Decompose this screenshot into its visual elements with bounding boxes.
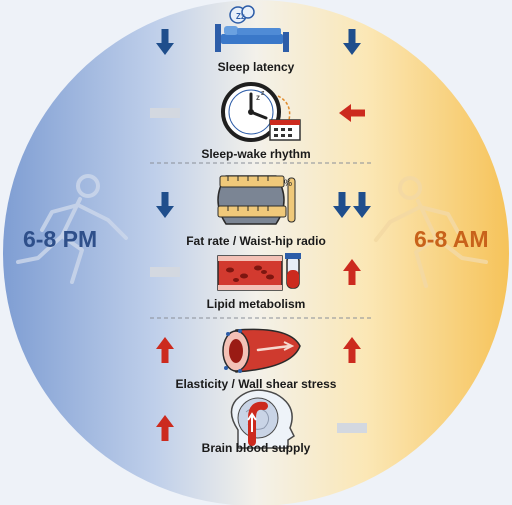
svg-text:z: z (256, 93, 260, 102)
runner-right-icon (374, 176, 488, 288)
waist-measure-icon: % (217, 175, 296, 225)
row-label-brain-blood-supply: Brain blood supply (201, 441, 311, 455)
am-indicator-row-2-left (339, 104, 365, 122)
pm-indicator-row-4-neutral (150, 267, 180, 277)
am-indicator-row-6-neutral (337, 423, 367, 433)
am-indicator-row-3-down-double (333, 192, 371, 218)
runner-left-icon (16, 174, 128, 284)
right-time-label: 6-8 AM (414, 226, 489, 252)
indicator-layer (150, 29, 371, 441)
artery-icon (222, 328, 301, 373)
row-label-lipid-metabolism: Lipid metabolism (206, 297, 306, 311)
pm-indicator-row-2-neutral (150, 108, 180, 118)
row-label-elasticity: Elasticity / Wall shear stress (175, 377, 337, 391)
am-indicator-row-4-up (343, 259, 361, 285)
left-time-label: 6-8 PM (23, 226, 98, 252)
pm-indicator-row-3-down (156, 192, 174, 218)
svg-text:z: z (261, 90, 265, 97)
pm-indicator-row-1-down (156, 29, 174, 55)
brain-head-icon (230, 389, 295, 449)
pm-indicator-row-5-up (156, 337, 174, 363)
am-indicator-row-1-down (343, 29, 361, 55)
blood-vessel-icon (217, 253, 301, 291)
clock-icon: z z (221, 82, 301, 142)
background-circle (3, 0, 509, 505)
row-label-sleep-latency: Sleep latency (217, 60, 295, 74)
row-label-sleep-wake-rhythm: Sleep-wake rhythm (201, 147, 311, 161)
bed-icon: Zz (215, 5, 289, 52)
row-label-fat-rate: Fat rate / Waist-hip radio (186, 234, 326, 248)
svg-text:Zz: Zz (236, 12, 245, 21)
svg-text:%: % (284, 178, 292, 188)
pm-indicator-row-6-up (156, 415, 174, 441)
am-indicator-row-5-up (343, 337, 361, 363)
